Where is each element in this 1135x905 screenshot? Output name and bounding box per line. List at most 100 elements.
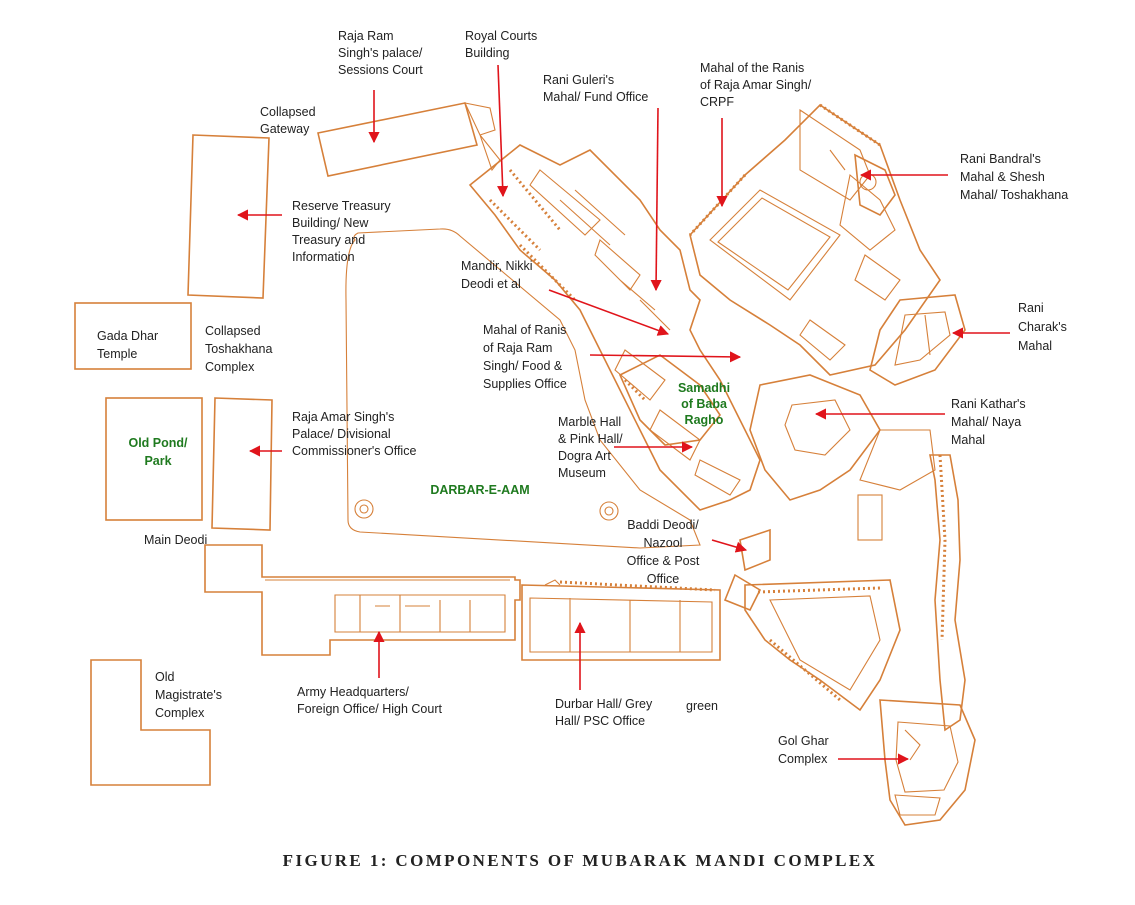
label-line: Park — [144, 454, 171, 468]
label-line: Collapsed — [260, 105, 316, 119]
samadhi-baba-ragho-outline — [618, 354, 721, 446]
mahal-of-ranis-amar-singh-outline — [689, 103, 941, 376]
old-pond-park-outline — [105, 397, 203, 521]
label-green-word: green — [686, 699, 718, 713]
label-line: Deodi et al — [461, 277, 521, 291]
old-magistrate-complex-outline — [90, 659, 211, 786]
label-line: Magistrate's — [155, 688, 222, 702]
label-line: of Raja Ram — [483, 341, 552, 355]
raja-amar-singh-palace-outline — [211, 397, 273, 531]
label-line: Samadhi — [678, 381, 730, 395]
label-line: Mandir, Nikki — [461, 259, 533, 273]
label-line: Baddi Deodi/ — [627, 518, 699, 532]
label-line: Ragho — [685, 413, 724, 427]
arrow-mahal-ranis-ram-singh — [589, 351, 742, 363]
label-line: Complex — [205, 360, 255, 374]
label-line: Mahal/ Toshakhana — [960, 188, 1068, 202]
eastern-wall — [929, 454, 966, 732]
royal-courts-outline — [464, 102, 501, 172]
label-line: Mahal of Ranis — [483, 323, 566, 337]
label-line: CRPF — [700, 95, 734, 109]
darbar-circle-right — [599, 501, 619, 521]
arrow-rani-guleri — [650, 107, 662, 292]
label-line: Supplies Office — [483, 377, 567, 391]
label-line: Nazool — [644, 536, 683, 550]
rani-bandral-mahal-outline — [854, 153, 896, 217]
label-old-pond-park: Old Pond/Park — [128, 436, 188, 468]
label-line: Rani — [1018, 301, 1044, 315]
raja-ram-singh-palace-outline — [317, 102, 479, 177]
gol-ghar-complex-outline — [879, 699, 976, 826]
label-line: Sessions Court — [338, 63, 423, 77]
label-line: Royal Courts — [465, 29, 537, 43]
label-line: DARBAR-E-AAM — [430, 483, 529, 497]
label-line: Complex — [778, 752, 828, 766]
label-line: Dogra Art — [558, 449, 611, 463]
label-line: Durbar Hall/ Grey — [555, 697, 653, 711]
label-line: Mahal — [951, 433, 985, 447]
label-line: Toshakhana — [205, 342, 272, 356]
army-headquarters-outline — [204, 544, 521, 656]
label-line: Main Deodi — [144, 533, 207, 547]
label-line: Rani Kathar's — [951, 397, 1026, 411]
label-line: Singh's palace/ — [338, 46, 423, 60]
label-line: Raja Ram — [338, 29, 394, 43]
label-line: Building/ New — [292, 216, 369, 230]
label-line: Marble Hall — [558, 415, 621, 429]
label-line: green — [686, 699, 718, 713]
label-line: Charak's — [1018, 320, 1067, 334]
label-line: Hall/ PSC Office — [555, 714, 645, 728]
darbar-circle-left — [354, 499, 374, 519]
arrow-baddi-deodi — [711, 539, 748, 553]
central-palace-chain — [468, 144, 761, 511]
label-line: Office — [647, 572, 679, 586]
label-line: of Baba — [681, 397, 728, 411]
label-line: of Raja Amar Singh/ — [700, 78, 812, 92]
label-line: Mahal of the Ranis — [700, 61, 804, 75]
label-line: Mahal — [1018, 339, 1052, 353]
lower-right-enclosure — [744, 579, 901, 712]
gada-dhar-temple-outline — [74, 302, 192, 370]
label-line: Complex — [155, 706, 205, 720]
label-line: & Pink Hall/ — [558, 432, 623, 446]
label-line: Old Pond/ — [128, 436, 188, 450]
label-darbar-e-aam: DARBAR-E-AAM — [430, 483, 529, 497]
label-line: Mahal/ Naya — [951, 415, 1021, 429]
label-line: Old — [155, 670, 175, 684]
label-line: Gol Ghar — [778, 734, 829, 748]
label-line: Reserve Treasury — [292, 199, 391, 213]
label-line: Gada Dhar — [97, 329, 158, 343]
label-line: Mahal/ Fund Office — [543, 90, 648, 104]
label-line: Museum — [558, 466, 606, 480]
label-line: Office & Post — [627, 554, 700, 568]
label-line: Commissioner's Office — [292, 444, 416, 458]
figure-caption: FIGURE 1: COMPONENTS OF MUBARAK MANDI CO… — [283, 851, 878, 870]
label-mahal-ranis-amar-singh: Mahal of the Ranis of Raja Amar Singh/CRP… — [700, 61, 812, 109]
reserve-treasury-building — [187, 134, 270, 299]
label-line: Singh/ Food & — [483, 359, 563, 373]
label-line: Temple — [97, 347, 137, 361]
rani-charak-mahal-outline — [869, 294, 966, 386]
darbar-e-aam-courtyard — [345, 228, 701, 549]
label-line: Mahal & Shesh — [960, 170, 1045, 184]
